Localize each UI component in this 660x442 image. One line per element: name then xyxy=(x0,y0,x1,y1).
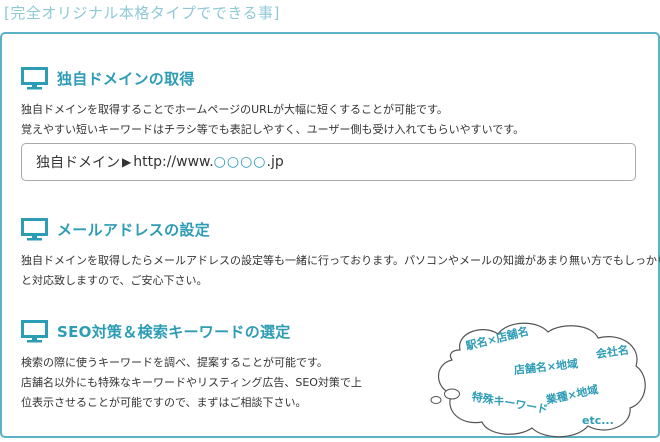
section-title: メールアドレスの設定 xyxy=(57,220,211,239)
section-seo: SEO対策＆検索キーワードの選定 検索の際に使うキーワードを調べ、提案することが… xyxy=(21,319,362,413)
description-line: 独自ドメインを取得することでホームページのURLが大幅に短くすることが可能です。 xyxy=(21,103,448,116)
keyword: etc... xyxy=(582,414,614,427)
feature-panel: 独自ドメインの取得 独自ドメインを取得することでホームページのURLが大幅に短く… xyxy=(0,32,660,438)
section-title: 独自ドメインの取得 xyxy=(57,69,195,88)
section-header: SEO対策＆検索キーワードの選定 xyxy=(21,319,362,343)
url-suffix: .jp xyxy=(266,154,284,170)
description-line: 位表示させることが可能ですので、まずはご相談下さい。 xyxy=(21,396,307,409)
page-heading: [完全オリジナル本格タイプでできる事] xyxy=(4,4,280,22)
arrow-right-icon: ▶ xyxy=(122,155,132,169)
section-description: 独自ドメインを取得することでホームページのURLが大幅に短くすることが可能です。… xyxy=(21,100,524,140)
section-domain: 独自ドメインの取得 独自ドメインを取得することでホームページのURLが大幅に短く… xyxy=(21,66,524,140)
description-line: 独自ドメインを取得したらメールアドレスの設定等も一緒に行っております。パソコンや… xyxy=(21,254,660,267)
thought-cloud-icon xyxy=(430,322,646,438)
monitor-icon xyxy=(21,217,48,241)
section-header: 独自ドメインの取得 xyxy=(21,66,524,90)
section-header: メールアドレスの設定 xyxy=(21,217,660,241)
section-description: 検索の際に使うキーワードを調べ、提案することが可能です。 店舗名以外にも特殊なキ… xyxy=(21,353,362,413)
description-line: 検索の際に使うキーワードを調べ、提案することが可能です。 xyxy=(21,356,328,369)
section-title: SEO対策＆検索キーワードの選定 xyxy=(57,322,291,341)
description-line: と対応致しますので、ご安心下さい。 xyxy=(21,274,208,287)
description-line: 覚えやすい短いキーワードはチラシ等でも表記しやすく、ユーザー側も受け入れてもらい… xyxy=(21,123,525,136)
description-line: 店舗名以外にも特殊なキーワードやリスティング広告、SEO対策で上 xyxy=(21,376,362,389)
section-description: 独自ドメインを取得したらメールアドレスの設定等も一緒に行っております。パソコンや… xyxy=(21,251,660,291)
url-prefix: http://www. xyxy=(133,154,214,170)
section-mail: メールアドレスの設定 独自ドメインを取得したらメールアドレスの設定等も一緒に行っ… xyxy=(21,217,660,291)
keyword-cloud: 駅名×店舗名 会社名 店舗名×地域 特殊キーワード 業種×地域 etc... xyxy=(426,320,652,442)
monitor-icon xyxy=(21,66,48,90)
url-placeholder: ○○○○ xyxy=(213,154,267,170)
monitor-icon xyxy=(21,319,48,343)
domain-example-box: 独自ドメイン ▶ http://www. ○○○○ .jp xyxy=(21,143,636,181)
url-label: 独自ドメイン xyxy=(36,155,120,171)
